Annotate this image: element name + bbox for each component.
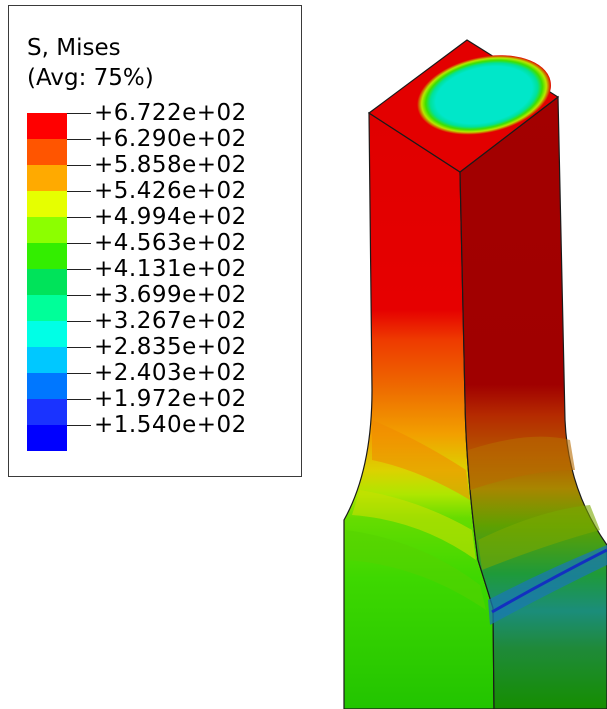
legend-averaging-label: (Avg: 75%) bbox=[27, 65, 154, 91]
legend-variable-label: S, Mises bbox=[27, 35, 121, 61]
legend-tick-label: +2.403e+02 bbox=[94, 360, 247, 386]
legend-swatch bbox=[27, 269, 67, 295]
legend-tick-label: +4.131e+02 bbox=[94, 256, 247, 282]
legend-title: S, Mises (Avg: 75%) bbox=[27, 33, 154, 93]
legend-swatch bbox=[27, 399, 67, 425]
legend-swatch bbox=[27, 217, 67, 243]
legend-tick bbox=[67, 165, 91, 166]
legend-tick-label: +4.994e+02 bbox=[94, 204, 247, 230]
legend-tick-label: +2.835e+02 bbox=[94, 334, 247, 360]
legend-swatch bbox=[27, 243, 67, 269]
legend-tick bbox=[67, 295, 91, 296]
legend-tick-label: +3.267e+02 bbox=[94, 308, 247, 334]
legend-color-bar bbox=[27, 113, 67, 451]
legend-swatch bbox=[27, 139, 67, 165]
right-face-contour-band bbox=[468, 436, 575, 490]
left-face-contour-band bbox=[352, 490, 476, 560]
legend-tick-label: +6.722e+02 bbox=[94, 100, 247, 126]
legend-tick bbox=[67, 191, 91, 192]
legend-swatch bbox=[27, 113, 67, 139]
legend-swatch bbox=[27, 165, 67, 191]
right-face-low-stress-streak bbox=[491, 548, 607, 614]
legend-tick bbox=[67, 399, 91, 400]
left-face-contour-band bbox=[372, 420, 470, 500]
right-face-contour-band bbox=[478, 505, 600, 570]
legend-tick bbox=[67, 243, 91, 244]
legend-tick bbox=[67, 373, 91, 374]
legend-swatch bbox=[27, 295, 67, 321]
legend-tick bbox=[67, 425, 91, 426]
legend-swatch bbox=[27, 425, 67, 451]
legend-tick bbox=[67, 113, 91, 114]
legend-swatch bbox=[27, 347, 67, 373]
legend-swatch bbox=[27, 321, 67, 347]
legend-tick bbox=[67, 139, 91, 140]
top-face-stress-ellipse bbox=[417, 55, 551, 135]
legend-swatch bbox=[27, 373, 67, 399]
legend-tick bbox=[67, 269, 91, 270]
legend-tick-label: +4.563e+02 bbox=[94, 230, 247, 256]
legend-swatch bbox=[27, 191, 67, 217]
legend-tick-label: +5.426e+02 bbox=[94, 178, 247, 204]
legend-tick-label: +1.540e+02 bbox=[94, 412, 247, 438]
legend-tick-label: +1.972e+02 bbox=[94, 386, 247, 412]
legend-tick-label: +3.699e+02 bbox=[94, 282, 247, 308]
legend-tick bbox=[67, 321, 91, 322]
legend-tick-label: +6.290e+02 bbox=[94, 126, 247, 152]
legend-tick bbox=[67, 217, 91, 218]
legend-tick bbox=[67, 347, 91, 348]
legend-tick-label: +5.858e+02 bbox=[94, 152, 247, 178]
left-face-contour-band bbox=[346, 530, 486, 610]
